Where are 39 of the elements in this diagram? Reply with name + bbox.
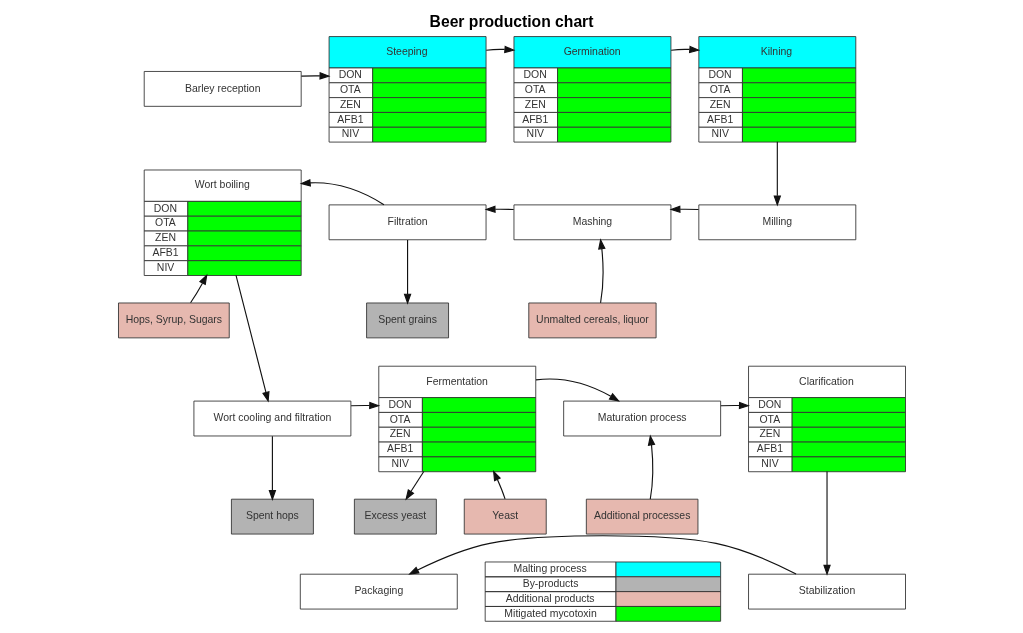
node-box: Excess yeast [353,498,437,535]
arrow [668,205,699,214]
arrow [350,401,380,410]
node-box: Filtration [328,204,486,241]
node-box: Maturation process [562,400,721,437]
arrow [597,238,606,304]
node-box: Milling [697,204,856,241]
arrow [485,45,515,54]
arrow [492,470,506,500]
arrow [404,470,424,501]
node-box: Barley reception [143,71,302,107]
node-box: Spent grains [365,302,449,339]
arrow [268,435,276,501]
arrow [484,205,514,214]
legend-label: By-products [522,577,578,589]
arrow [670,45,700,54]
diagram-title: Beer production chart [429,12,593,30]
node-box: Yeast [463,498,547,535]
arrow [772,141,781,207]
arrow [189,273,207,304]
node-box: Packaging [299,573,458,610]
arrow [234,274,270,403]
arrow [403,239,411,305]
arrow [647,434,655,500]
node-box: Mashing [513,204,671,241]
node-box: Spent hops [230,498,314,535]
arrow [300,72,330,80]
arrow [534,378,620,402]
legend-label: Malting process [513,563,587,575]
node-box: Unmalted cereals, liquor [527,302,657,339]
legend-label: Additional products [505,592,595,604]
node-box: Hops, Syrup, Sugars [117,302,230,339]
arrow [299,178,384,206]
arrow [719,401,750,410]
legend-label: Mitigated mycotoxin [503,607,597,619]
node-box: Additional processes [585,498,698,535]
node-box: Wort cooling and filtration [193,400,351,437]
node-box: Stabilization [747,573,906,610]
arrow [822,470,831,576]
